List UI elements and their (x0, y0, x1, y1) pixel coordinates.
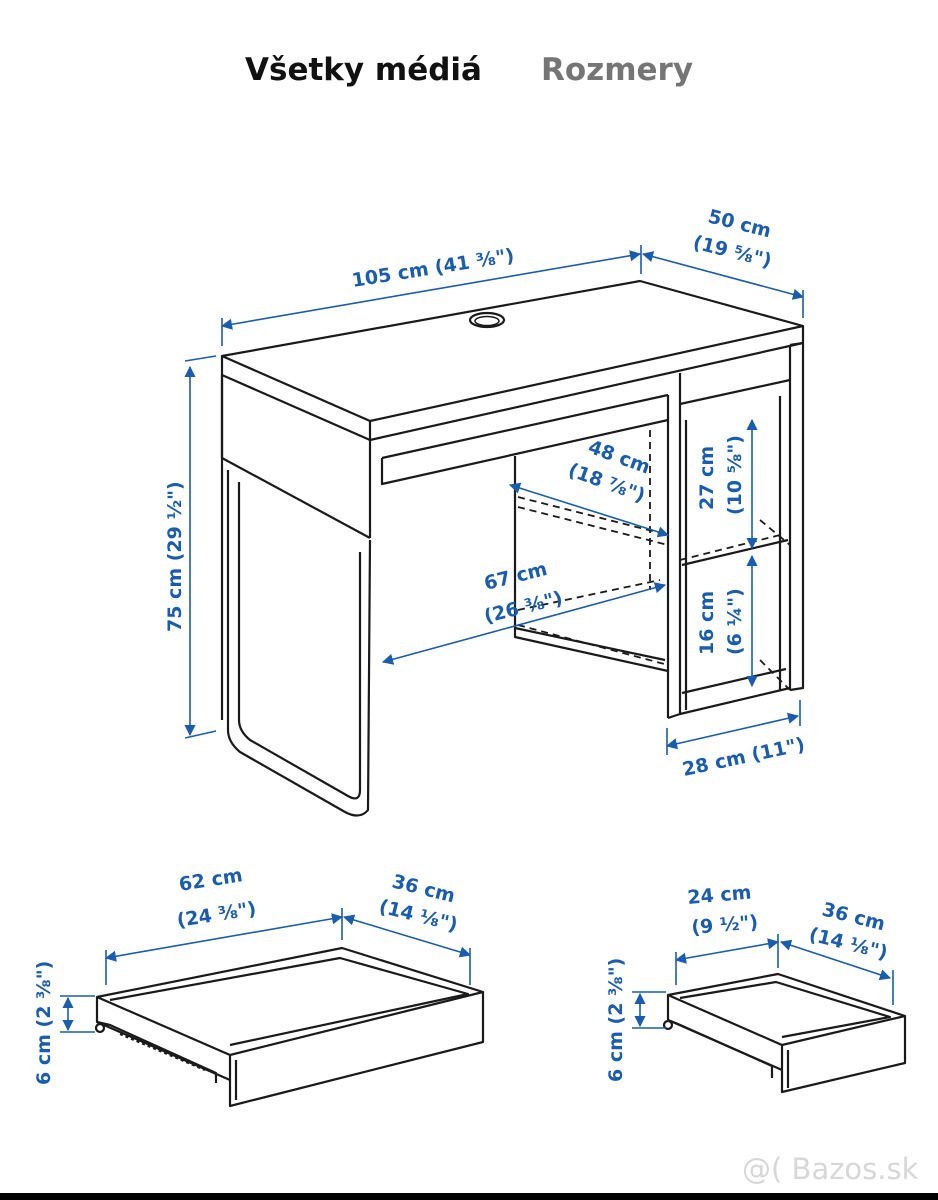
desk-dimension-lines (184, 245, 805, 755)
small-drawer-drawing (662, 972, 907, 1094)
desk-height-label: 75 cm (29 ½") (164, 481, 186, 632)
tab-dimensions[interactable]: Rozmery (541, 52, 694, 88)
large-drawer-drawing (94, 946, 485, 1108)
large-drawer-dimension-lines (60, 908, 472, 1033)
upper-shelf-cm-label: 27 cm (696, 446, 718, 510)
watermark: @( Bazos.sk (742, 1152, 918, 1186)
cabinet-width-label: 28 cm (11") (680, 733, 806, 780)
leg-space-width-in-label: (26 ⅜") (482, 587, 565, 628)
large-drawer-height-label: 6 cm (2 ⅜") (33, 961, 55, 1085)
small-drawer-height-label: 6 cm (2 ⅜") (605, 958, 627, 1082)
small-drawer-width-in-label: (9 ½") (691, 911, 759, 939)
desk-hidden-lines (517, 430, 791, 691)
tab-bar: Všetky médiá Rozmery (0, 52, 938, 102)
watermark-text: Bazos.sk (791, 1152, 919, 1186)
bottom-bar (0, 1193, 938, 1200)
large-drawer-width-in-label: (24 ⅜") (175, 898, 257, 932)
lower-shelf-cm-label: 16 cm (696, 591, 718, 655)
desk-drawing (220, 279, 805, 817)
upper-shelf-in-label: (10 ⅝") (724, 435, 746, 515)
small-drawer-dimension-lines (632, 934, 894, 1029)
desk-width-label: 105 cm (41 ⅜") (350, 245, 515, 292)
tab-all-media[interactable]: Všetky médiá (245, 52, 482, 88)
lower-shelf-in-label: (6 ¼") (724, 588, 746, 655)
large-drawer-width-cm-label: 62 cm (177, 864, 244, 896)
small-drawer-width-cm-label: 24 cm (687, 881, 753, 909)
watermark-logo-icon: @( (742, 1152, 783, 1186)
